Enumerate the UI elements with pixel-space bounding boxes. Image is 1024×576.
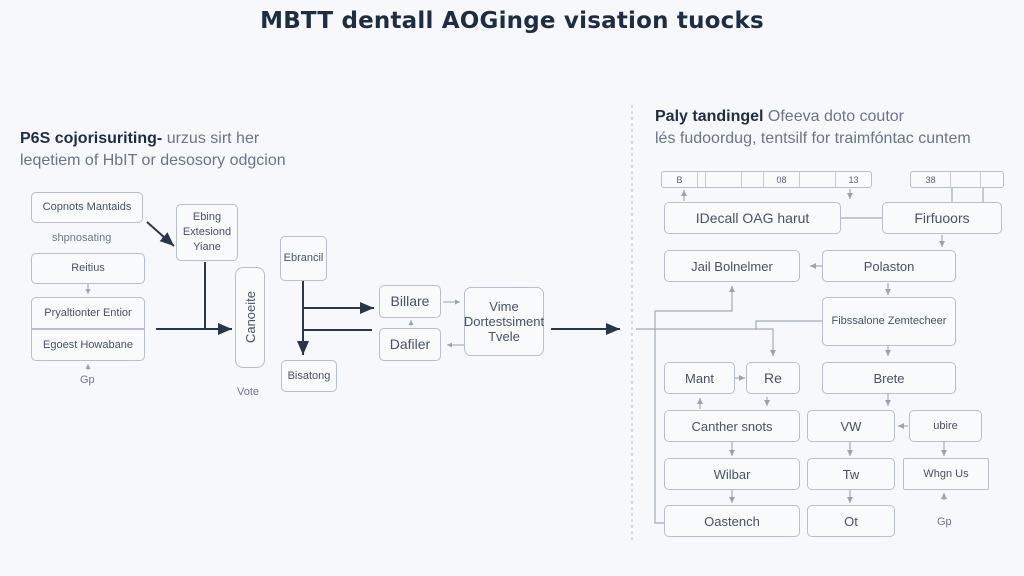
strip-a-cell: B — [662, 172, 698, 187]
node-wilbar[interactable]: Wilbar — [664, 458, 800, 490]
label-shpnosating: shpnosating — [52, 232, 112, 244]
left-caption-line2: leqetiem of HbIT or desosory odgcion — [20, 152, 286, 169]
node-copnots[interactable]: Copnots Mantaids — [31, 192, 143, 223]
node-canpeite-label: Canoeite — [242, 291, 258, 344]
left-caption-bold: P6S cojorisuriting- — [20, 130, 163, 147]
left-caption: P6S cojorisuriting- urzus sirt her leqet… — [20, 128, 286, 172]
node-dafiler[interactable]: Dafiler — [379, 328, 441, 361]
node-ot[interactable]: Ot — [807, 505, 895, 537]
node-ebrancil[interactable]: Ebrancil — [280, 236, 327, 281]
node-polaston[interactable]: Polaston — [822, 250, 956, 282]
node-reitius[interactable]: Reitius — [31, 253, 145, 284]
node-billare[interactable]: Billare — [379, 285, 441, 318]
node-jail[interactable]: Jail Bolnelmer — [664, 250, 800, 282]
node-canpeite[interactable]: Canoeite — [235, 267, 265, 368]
node-brete[interactable]: Brete — [822, 362, 956, 394]
node-oastench[interactable]: Oastench — [664, 505, 800, 537]
diagram-title: MBTT dentall AOGinge visation tuocks — [260, 8, 764, 34]
strip-a-cell — [698, 172, 706, 187]
node-vw[interactable]: VW — [807, 410, 895, 442]
label-vote: Vote — [237, 386, 260, 398]
strip-a-cell: 13 — [848, 174, 859, 185]
node-fibssalone[interactable]: Fibssalone Zemtecheer — [822, 297, 956, 346]
node-pryaltionter[interactable]: Pryaltionter Entior — [31, 297, 145, 329]
strip-b-cell: 38 — [911, 172, 952, 187]
node-ubire[interactable]: ubire — [909, 410, 982, 442]
right-caption-rest: Ofeeva doto coutor — [763, 108, 904, 125]
node-vime[interactable]: Vime Dortestsiment Tvele — [464, 287, 544, 356]
node-canther[interactable]: Canther snots — [664, 410, 800, 442]
node-ebing[interactable]: Ebing Extesiond Yiane — [176, 204, 238, 261]
label-gp-right: Gp — [937, 516, 952, 528]
node-tw[interactable]: Tw — [807, 458, 895, 490]
arrow-copnots-ebing — [146, 221, 175, 247]
node-bisatong[interactable]: Bisatong — [281, 360, 337, 392]
node-mant[interactable]: Mant — [664, 362, 735, 394]
strip-a-cell — [742, 172, 764, 187]
data-strip-a: B 08 13 — [661, 171, 872, 188]
strip-b-cell — [981, 172, 1004, 187]
right-caption-bold: Paly tandingel — [655, 108, 764, 125]
strip-a-cell — [800, 172, 836, 187]
right-caption: Paly tandingel Ofeeva doto coutor lés fu… — [655, 106, 971, 150]
data-strip-b: 38 — [910, 171, 1004, 188]
strip-a-cell: 08 — [764, 172, 800, 187]
node-egoest[interactable]: Egoest Howabane — [31, 329, 145, 361]
node-re[interactable]: Re — [746, 362, 800, 394]
strip-b-cell — [951, 172, 981, 187]
label-gp-left: Gp — [80, 374, 95, 386]
node-idecall[interactable]: IDecall OAG harut — [664, 202, 841, 234]
node-whgn[interactable]: Whgn Us — [903, 458, 989, 490]
right-caption-line2: lés fudoordug, tentsilf for traimfóntac … — [655, 130, 971, 147]
left-caption-rest: urzus sirt her — [162, 130, 260, 147]
node-firfuoors[interactable]: Firfuoors — [882, 202, 1002, 234]
strip-a-cell — [706, 172, 742, 187]
